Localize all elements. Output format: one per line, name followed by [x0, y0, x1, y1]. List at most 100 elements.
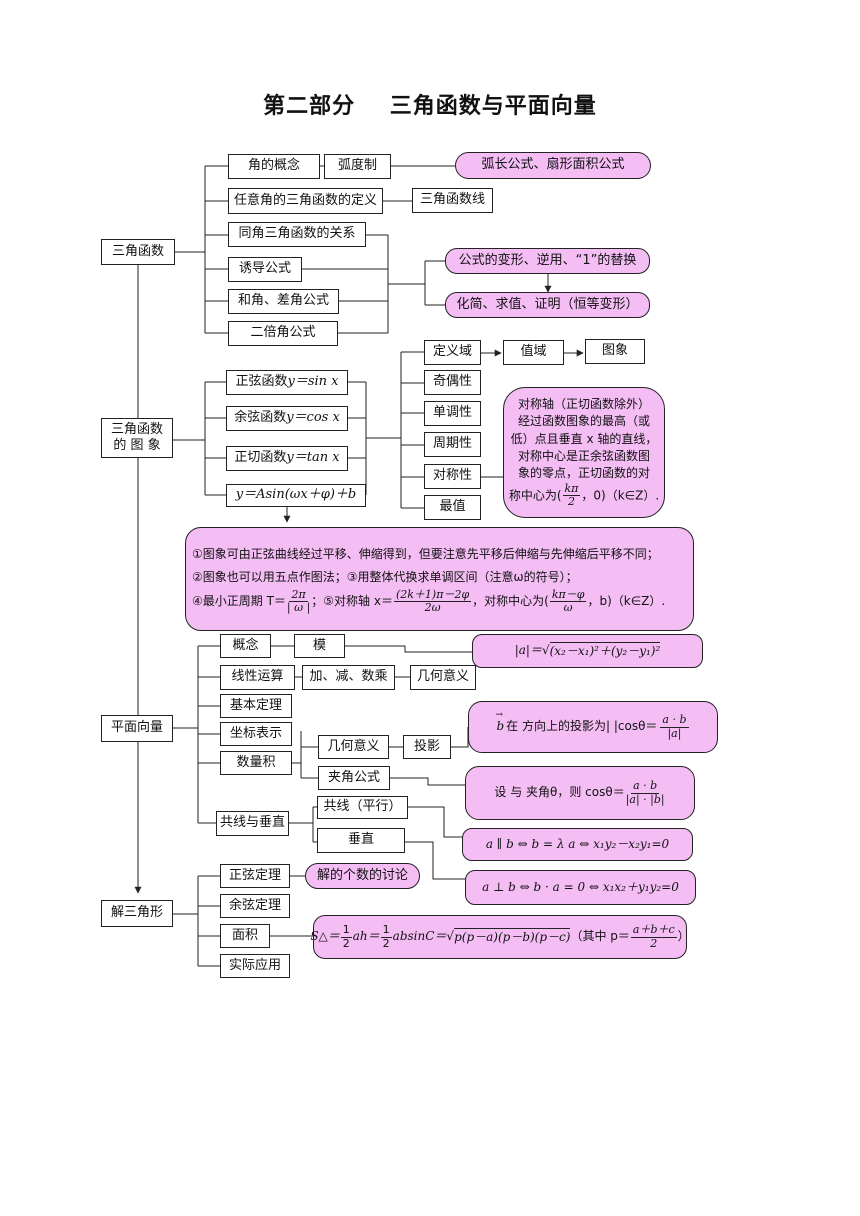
note-axis-den: 2ω [424, 601, 441, 615]
node-cosine-law: 余弦定理 [220, 894, 290, 918]
sym-note-line1: 对称轴（正切函数除外） [517, 396, 650, 411]
node-transform: 公式的变形、逆用、“1”的替换 [445, 248, 650, 274]
sym-note-frac-num: kπ [562, 481, 581, 497]
node-monotonic: 单调性 [424, 401, 481, 426]
area-sqrt-sign: √ [446, 929, 455, 944]
node-sine-function: 正弦函数 y＝sin x [226, 370, 348, 395]
sine-label: 正弦函数 [235, 374, 288, 390]
angle-num: a · b [631, 778, 660, 794]
area-p-num: a＋b＋c [630, 922, 677, 938]
node-dot-geo: 几何意义 [318, 735, 389, 759]
projection-text: 在 方向上的投影为| |cosθ＝ [506, 719, 658, 734]
node-geo-meaning: 几何意义 [410, 665, 476, 690]
sym-note-line5: 象的零点，正切函数的对 [517, 466, 650, 481]
node-colinear-perp: 共线与垂直 [216, 811, 289, 836]
modulus-formula-prefix: |a|＝ [514, 643, 542, 658]
page-title: 第二部分 三角函数与平面向量 [263, 94, 597, 119]
node-domain: 定义域 [424, 340, 481, 365]
note-period-num: 2π [289, 587, 308, 603]
node-solve-triangles: 解三角形 [101, 900, 173, 927]
node-range: 值域 [503, 340, 564, 365]
area-root: p(p－a)(p－b)(p－c) [454, 928, 571, 945]
tangent-expr: y＝tan x [286, 450, 340, 466]
note-center-suffix: ，b)（k∈Z）. [587, 594, 666, 609]
node-double-angle: 二倍角公式 [228, 321, 338, 346]
area-half-1-num: 1 [340, 922, 352, 938]
node-general-sinusoid: y＝Asin(ωx＋φ)＋b [226, 484, 366, 507]
node-arc-formula: 弧长公式、扇形面积公式 [455, 152, 651, 179]
node-angle-concept: 角的概念 [228, 154, 320, 179]
sqrt-sign: √ [541, 643, 550, 658]
node-dot-product: 数量积 [220, 751, 292, 775]
node-perpendicular: 垂直 [317, 828, 405, 853]
node-period: 周期性 [424, 432, 481, 457]
node-basic-theorem: 基本定理 [220, 694, 292, 718]
sym-note-last-prefix: 称中心为( [508, 488, 562, 503]
node-projection: 投影 [403, 735, 451, 759]
node-extremum: 最值 [424, 495, 481, 520]
node-modulus-formula: |a|＝√(x₂－x₁)²＋(y₂－y₁)² [472, 634, 703, 668]
angle-den: |a| · |b| [625, 792, 665, 806]
area-close: ） [677, 929, 690, 944]
node-application: 实际应用 [220, 954, 290, 978]
node-radian: 弧度制 [324, 154, 391, 179]
note-period-den: | ω | [286, 601, 311, 615]
node-perp-formula: a ⊥ b ⇔ b · a = 0 ⇔ x₁x₂＋y₁y₂=0 [465, 870, 696, 905]
note-axis-num: (2k＋1)π－2φ [393, 587, 472, 603]
node-symmetry-note: 对称轴（正切函数除外） 经过函数图象的最高（或 低）点且垂直 x 轴的直线， 对… [503, 387, 665, 518]
node-area: 面积 [220, 924, 270, 948]
sym-note-line4: 对称中心是正余弦函数图 [517, 449, 650, 464]
cosine-label: 余弦函数 [234, 410, 287, 426]
vector-b: b [496, 710, 505, 735]
parallel-formula: ⇔ x₁y₂－x₂y₁=0 [579, 836, 670, 851]
area-b: ah＝ [352, 929, 380, 944]
node-trig-graphs: 三角函数 的 图 象 [101, 418, 173, 458]
node-tangent-function: 正切函数 y＝tan x [226, 446, 348, 471]
parallel-vectors: a ∥ b ⇔ b = λ a [485, 836, 580, 851]
node-projection-formula: b 在 方向上的投影为| |cosθ＝ a · b|a| [468, 701, 718, 753]
perp-vectors: a ⊥ b ⇔ b · a = 0 [482, 879, 589, 894]
sym-note-line2: 经过函数图象的最高（或 [517, 414, 650, 429]
arrow-domain-range [481, 349, 584, 357]
angle-text: 设 与 夹角θ，则 cosθ＝ [494, 785, 625, 800]
projection-fraction: a · b|a| [660, 713, 689, 740]
note-line2: ②图象也可以用五点作图法；③用整体代换求单调区间（注意ω的符号）； [192, 569, 578, 584]
node-ops: 加、减、数乘 [302, 665, 395, 690]
node-sum-diff: 和角、差角公式 [228, 289, 339, 314]
node-parallel: 共线（平行） [317, 796, 408, 819]
sym-note-last-suffix: ，0)（k∈Z）. [581, 488, 660, 503]
area-half-2-den: 2 [382, 936, 390, 950]
node-simplify: 化简、求值、证明（恒等变形） [445, 292, 650, 318]
node-graph: 图象 [585, 339, 645, 364]
sym-note-frac-den: 2 [567, 495, 575, 509]
node-sine-law-note: 解的个数的讨论 [305, 863, 420, 889]
node-linear-ops: 线性运算 [220, 665, 295, 690]
node-sine-law: 正弦定理 [220, 864, 290, 888]
node-plane-vectors: 平面向量 [101, 715, 173, 742]
area-c: absinC＝ [392, 929, 447, 944]
area-d: （其中 p＝ [570, 929, 630, 944]
sine-expr: y＝sin x [287, 374, 339, 390]
node-cosine-function: 余弦函数 y＝cos x [226, 406, 348, 431]
node-parallel-formula: a ∥ b ⇔ b = λ a ⇔ x₁y₂－x₂y₁=0 [462, 828, 693, 861]
perp-formula: ⇔ x₁x₂＋y₁y₂=0 [588, 879, 679, 894]
node-trig-graphs-line1: 三角函数 [110, 421, 163, 437]
node-angle-formula-detail: 设 与 夹角θ，则 cosθ＝ a · b|a| · |b| [465, 766, 695, 820]
area-p-den: 2 [650, 936, 658, 950]
note-center-num: kπ－φ [549, 587, 587, 603]
node-parity: 奇偶性 [424, 370, 481, 395]
area-half-1-den: 2 [342, 936, 350, 950]
node-trig-lines: 三角函数线 [412, 188, 493, 213]
node-trig-graphs-line2: 的 图 象 [113, 438, 161, 453]
area-half-2-num: 1 [380, 922, 392, 938]
node-trig-functions: 三角函数 [101, 239, 175, 265]
